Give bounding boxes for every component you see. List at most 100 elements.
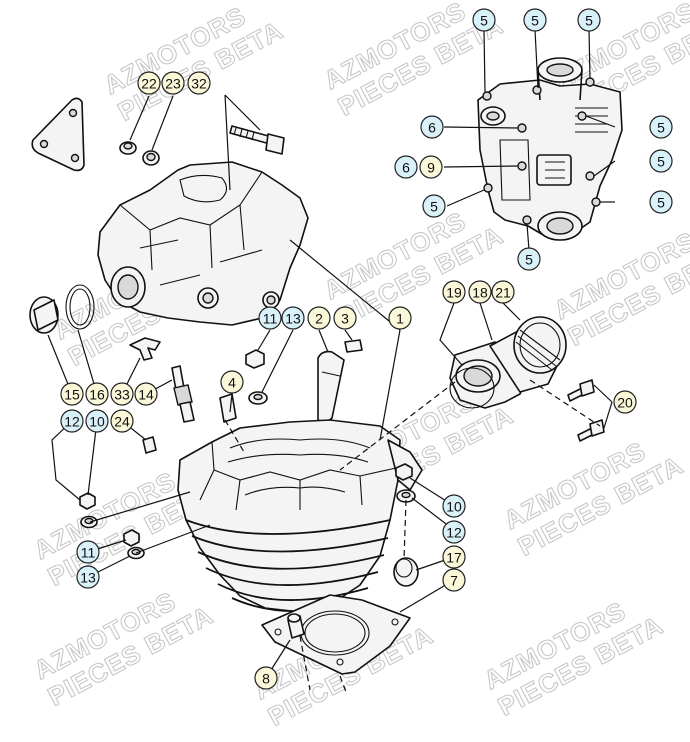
callout-label: 11 [263,311,278,327]
callout-label: 1 [396,311,404,327]
callout-label: 3 [341,311,349,327]
callout-label: 22 [141,76,157,92]
callout-circle [76,565,100,589]
callout-label: 7 [450,573,458,589]
callout-circle [442,545,466,569]
callout-label: 10 [89,414,105,430]
callout-15: 15 [60,382,84,406]
callout-label: 17 [446,550,462,566]
callout-5: 5 [649,115,673,139]
callout-18: 18 [468,280,492,304]
callout-5: 5 [577,8,601,32]
callout-circle [419,155,443,179]
callout-10: 10 [85,409,109,433]
callout-6: 6 [394,155,418,179]
callout-label: 10 [446,499,462,515]
callout-circle [307,306,331,330]
callout-14: 14 [134,382,158,406]
callout-label: 18 [472,285,488,301]
callout-circle [187,71,211,95]
callout-label: 24 [114,414,130,430]
callout-5: 5 [517,247,541,271]
callout-21: 21 [491,280,515,304]
core-plug [393,557,419,587]
callout-label: 5 [657,120,665,136]
callout-1: 1 [388,306,412,330]
callout-5: 5 [649,149,673,173]
spark-plug-and-cap [129,337,195,423]
callout-5: 5 [472,8,496,32]
callout-label: 33 [114,387,130,403]
callout-6: 6 [420,115,444,139]
callout-circle [442,520,466,544]
callout-circle [333,306,357,330]
callout-circle [442,280,466,304]
rocker-housing [97,161,309,326]
callout-label: 6 [402,160,410,176]
callout-label: 5 [657,195,665,211]
callout-label: 23 [165,76,181,92]
manifold-bolts [567,379,605,442]
callout-label: 5 [525,252,533,268]
callout-circle [60,409,84,433]
callout-circle [161,71,185,95]
callout-3: 3 [333,306,357,330]
callout-label: 14 [138,387,154,403]
nuts-washers-right [395,463,416,503]
callout-label: 2 [315,311,323,327]
callout-label: 13 [80,570,96,586]
callout-circle [110,409,134,433]
callout-13: 13 [281,306,305,330]
callout-7: 7 [442,568,466,592]
callout-label: 12 [64,414,80,430]
callout-circle [523,8,547,32]
callout-16: 16 [85,382,109,406]
callout-11: 11 [76,540,100,564]
callout-label: 5 [480,13,488,29]
callout-label: 32 [191,76,207,92]
callout-circle [491,280,515,304]
callout-10: 10 [442,494,466,518]
callout-label: 9 [427,160,435,176]
callout-circle [137,71,161,95]
callout-32: 32 [187,71,211,95]
filler-cap-and-oring [29,284,95,334]
callout-circle [517,247,541,271]
callout-circle [422,194,446,218]
callout-22: 22 [137,71,161,95]
callout-label: 13 [285,311,301,327]
callout-circle [649,115,673,139]
callout-4: 4 [220,370,244,394]
callout-11: 11 [258,306,282,330]
callout-circle [442,568,466,592]
callout-circle [110,382,134,406]
callout-5: 5 [523,8,547,32]
small-fasteners-top [142,339,363,454]
callout-8: 8 [254,666,278,690]
callout-circle [649,149,673,173]
callout-label: 15 [64,387,80,403]
cylinder-head-main [177,419,423,613]
callout-label: 16 [89,387,105,403]
callout-circle [613,390,637,414]
callout-label: 5 [531,13,539,29]
callout-label: 8 [262,671,270,687]
callout-label: 4 [228,375,236,391]
triangle-cover-plate [31,97,85,172]
callout-circle [577,8,601,32]
callout-circle [420,115,444,139]
callout-17: 17 [442,545,466,569]
callout-20: 20 [613,390,637,414]
callout-circle [468,280,492,304]
callout-circle [85,409,109,433]
callout-circle [60,382,84,406]
callout-label: 12 [446,525,462,541]
callout-circle [254,666,278,690]
callout-circle [85,382,109,406]
callout-circle [388,306,412,330]
callout-circle [258,306,282,330]
callout-13: 13 [76,565,100,589]
callout-33: 33 [110,382,134,406]
